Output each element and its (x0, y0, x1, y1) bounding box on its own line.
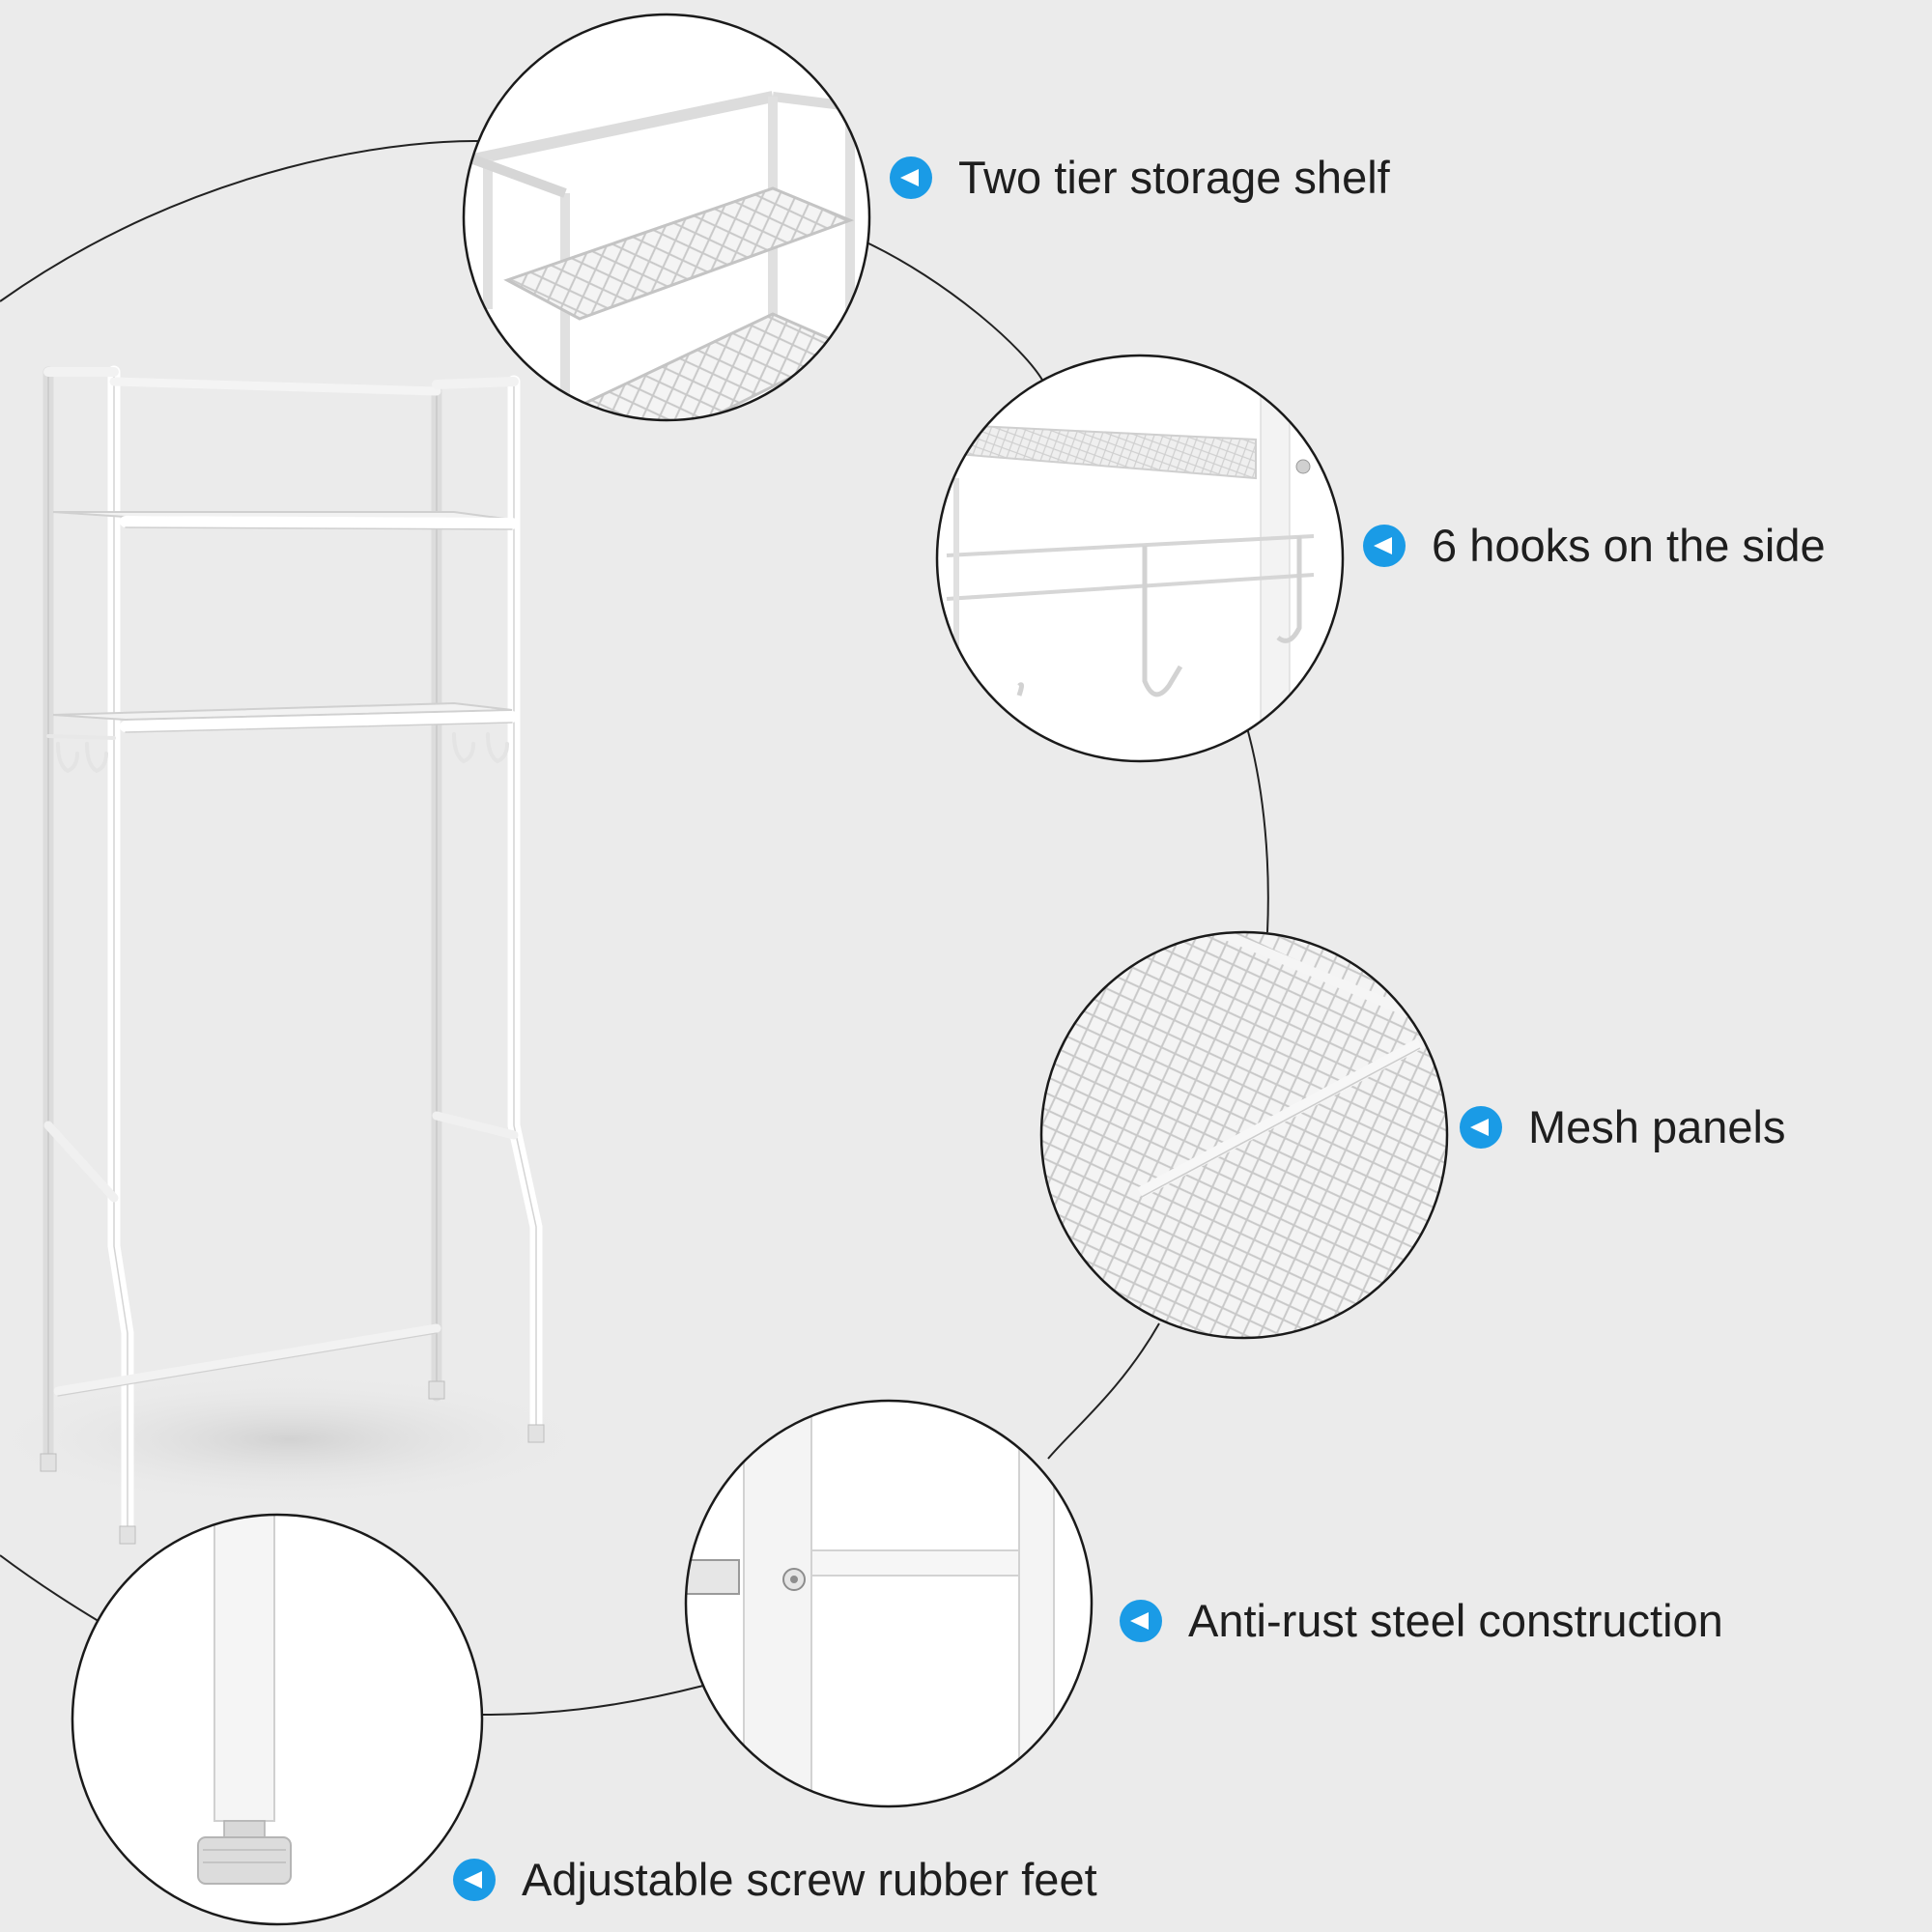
connector-arc (0, 140, 1269, 1716)
feature-side-hooks: 6 hooks on the side (1362, 517, 1826, 575)
feature-two-tier-shelf: Two tier storage shelf (889, 149, 1390, 207)
left-triangle-marker-icon (890, 156, 932, 199)
storage-rack-illustration (40, 365, 545, 1545)
feature-label: Mesh panels (1528, 1101, 1786, 1152)
feature-mesh-panels: Mesh panels (1459, 1098, 1786, 1156)
feature-label: Adjustable screw rubber feet (522, 1854, 1097, 1905)
rubber-foot-closeup (71, 1513, 484, 1926)
left-triangle-marker-icon (1460, 1106, 1502, 1149)
side-hooks-closeup (935, 354, 1345, 763)
feature-anti-rust-steel: Anti-rust steel construction (1119, 1592, 1723, 1650)
steel-frame-closeup (684, 1399, 1094, 1808)
two-tier-shelf-closeup (462, 13, 871, 422)
feature-label: Anti-rust steel construction (1188, 1595, 1723, 1646)
mesh-panel-closeup (1039, 930, 1449, 1340)
left-triangle-marker-icon (453, 1859, 496, 1901)
rack-shadow (0, 1372, 599, 1507)
left-triangle-marker-icon (1363, 525, 1406, 567)
feature-adjustable-feet: Adjustable screw rubber feet (452, 1851, 1097, 1909)
feature-label: Two tier storage shelf (958, 152, 1390, 203)
feature-label: 6 hooks on the side (1432, 520, 1826, 571)
left-triangle-marker-icon (1120, 1600, 1162, 1642)
